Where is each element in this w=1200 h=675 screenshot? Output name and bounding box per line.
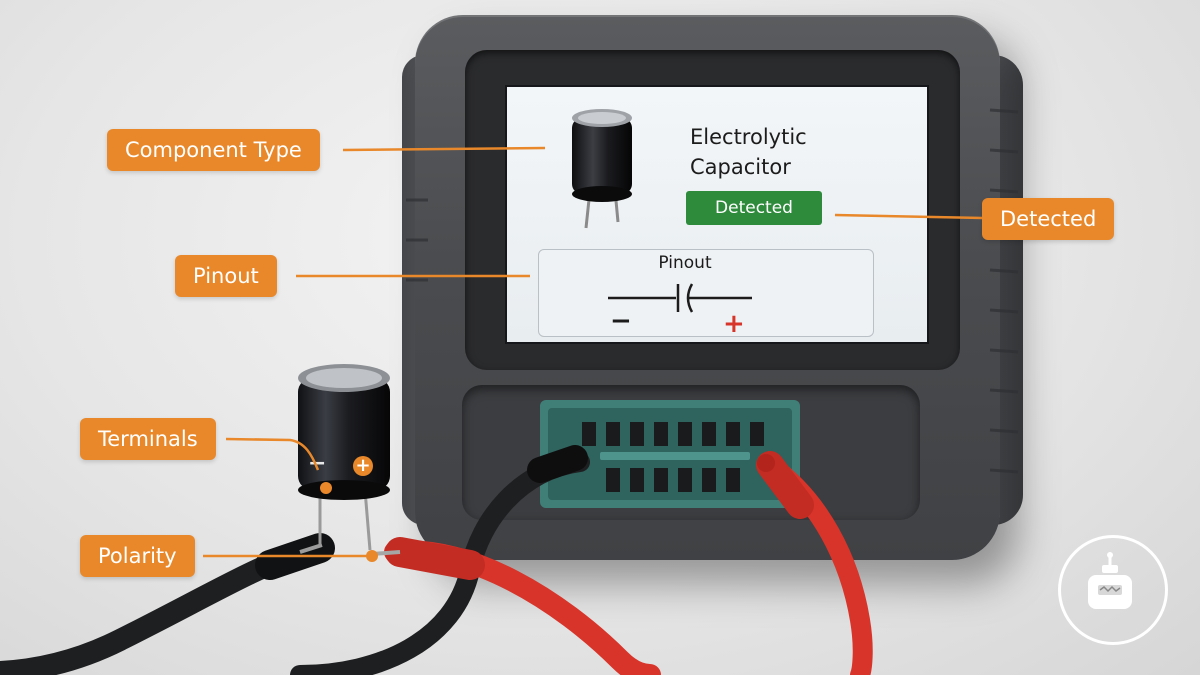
- callout-polarity: Polarity: [80, 535, 195, 577]
- callout-pinout: Pinout: [175, 255, 277, 297]
- pin-negative-marker: −: [610, 306, 632, 336]
- capacitor-positive-marking: +: [353, 456, 373, 476]
- pinout-title: Pinout: [658, 253, 712, 273]
- callout-component-type: Component Type: [107, 129, 320, 171]
- zif-socket: [540, 400, 800, 508]
- status-badge: Detected: [686, 191, 822, 225]
- callout-terminals: Terminals: [80, 418, 216, 460]
- callout-detected: Detected: [982, 198, 1115, 240]
- capacitor-schematic-icon: [608, 283, 752, 313]
- robot-logo-icon: [1058, 535, 1168, 645]
- component-name: Electrolytic Capacitor: [690, 125, 807, 179]
- capacitor-icon: [572, 109, 632, 229]
- pin-positive-marker: +: [723, 309, 745, 339]
- pinout-panel: [538, 249, 874, 337]
